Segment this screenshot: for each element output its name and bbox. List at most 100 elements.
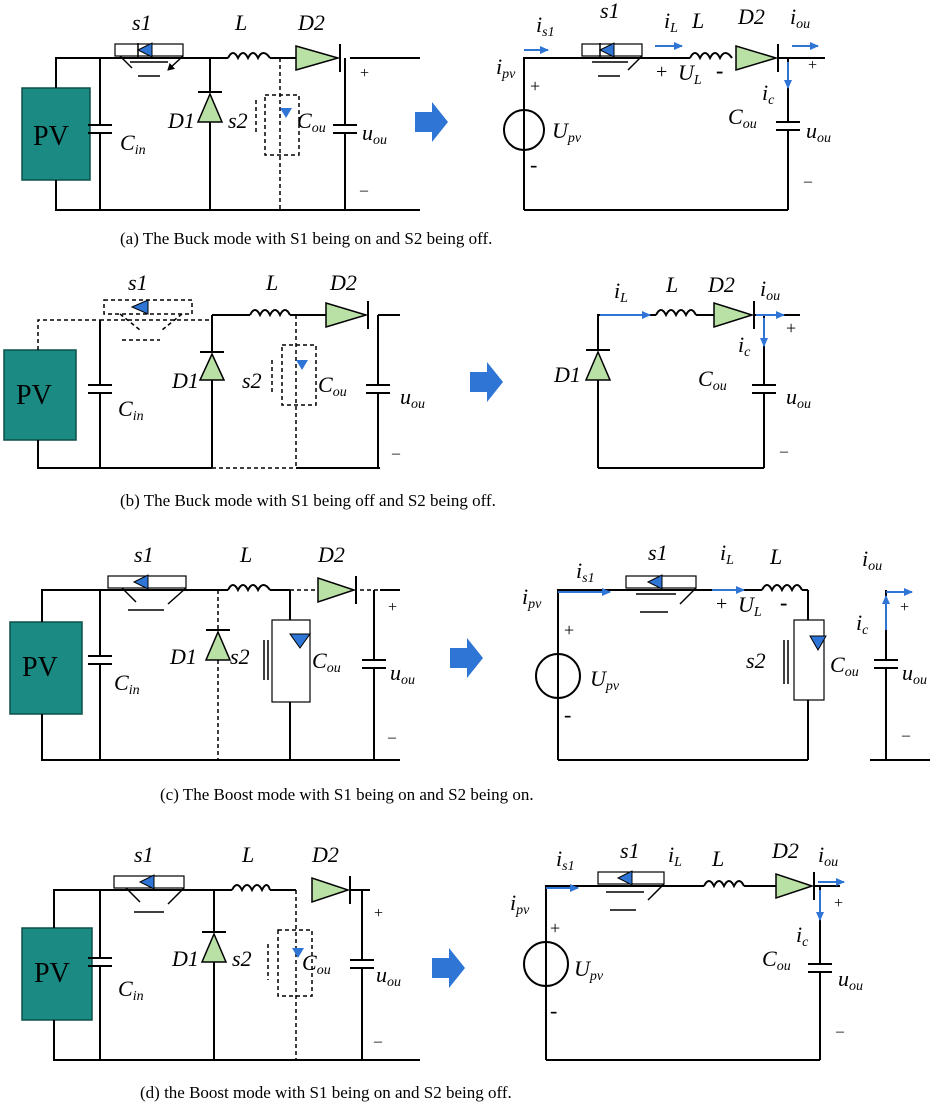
D1-label-b2: D1 [553, 362, 581, 387]
panel-a-equivalent: s1 is1 ipv iL L D2 iou + UL - ic + Cou u… [496, 0, 831, 211]
D2-label-b2: D2 [707, 272, 735, 297]
mode-arrow-d [432, 948, 465, 988]
mode-arrow-a [415, 102, 448, 142]
upv-minus-d: - [550, 998, 557, 1023]
upv-plus-a: + [530, 76, 540, 96]
s1-label-c2: s1 [648, 540, 668, 565]
pv-label-b: PV [16, 380, 52, 411]
Cou-label-c2: Cou [830, 652, 859, 680]
UL-minus-c: - [780, 590, 787, 615]
L-label-d: L [241, 842, 254, 867]
ic-label-c: ic [856, 610, 869, 638]
iL-label-b: iL [614, 278, 628, 306]
iL-label-d: iL [668, 842, 682, 870]
s1-label-d: s1 [134, 842, 154, 867]
s2-label-c: s2 [230, 644, 250, 669]
Upv-label-a: Upv [552, 118, 582, 146]
caption-c: (c) The Boost mode with S1 being on and … [160, 785, 534, 804]
D2-label-d2: D2 [771, 838, 799, 863]
Upv-label-c: Upv [590, 666, 620, 694]
uou-label-a2: uou [806, 118, 831, 146]
D1-label-d: D1 [171, 946, 199, 971]
panel-c-left-circuit: PV [9, 542, 415, 761]
Cin-label-a: Cin [120, 130, 146, 158]
is1-label-c: is1 [576, 558, 595, 586]
s2-label-b: s2 [242, 368, 262, 393]
Cou-label-b2: Cou [698, 366, 727, 394]
Cin-label-b: Cin [118, 396, 144, 424]
plus-c2: + [900, 599, 909, 616]
switch-s2-a [255, 58, 300, 210]
minus-d2: – [835, 1023, 845, 1040]
ipv-label-a: ipv [496, 54, 516, 82]
panel-a-left-circuit: PV [21, 10, 420, 211]
ipv-label-c: ipv [522, 584, 542, 612]
minus-b2: – [779, 443, 789, 460]
Cin-label-c: Cin [114, 670, 140, 698]
s2-label-d: s2 [232, 946, 252, 971]
minus-d: – [373, 1033, 383, 1050]
L-label-b: L [265, 270, 278, 295]
uou-label-a: uou [362, 120, 387, 148]
pv-label-c: PV [22, 652, 58, 683]
plus-b2: + [786, 318, 796, 338]
D1-label-b: D1 [171, 368, 199, 393]
uou-label-b: uou [400, 384, 425, 412]
ic-label-b: ic [738, 332, 751, 360]
plus-a: + [360, 65, 369, 82]
switch-s1-a [114, 42, 184, 77]
plus-c: + [388, 599, 397, 616]
switch-s2-d [267, 890, 313, 1060]
L-label-d2: L [711, 846, 724, 871]
uou-label-c: uou [390, 660, 415, 688]
UL-minus-a: - [716, 58, 723, 83]
caption-a: (a) The Buck mode with S1 being on and S… [120, 229, 492, 248]
iou-label-c: iou [862, 546, 882, 574]
upv-minus-c: - [564, 702, 571, 727]
L-label-a: L [234, 10, 247, 35]
iou-label-b: iou [760, 276, 780, 304]
Cou-label-a: Cou [297, 108, 326, 136]
pv-panel-c [9, 621, 83, 715]
pv-label-d: PV [34, 958, 70, 989]
minus-a: – [359, 182, 369, 199]
D2-label-d: D2 [311, 842, 339, 867]
ic-label-d: ic [796, 922, 809, 950]
plus-d2: + [834, 895, 843, 912]
pv-panel-a [21, 87, 91, 181]
ipv-label-d: ipv [510, 890, 530, 918]
switch-s1-b [103, 299, 193, 341]
plus-a2: + [808, 57, 817, 74]
uou-label-b2: uou [786, 384, 811, 412]
minus-b: – [391, 445, 401, 462]
D1-label-c: D1 [169, 644, 197, 669]
upv-minus-a: - [530, 152, 537, 177]
UL-label-a: UL [678, 60, 702, 88]
s1-label-c: s1 [134, 542, 154, 567]
D2-label-b: D2 [329, 270, 357, 295]
panel-b-equivalent: iL L D2 iou + ic D1 Cou uou – [553, 272, 811, 469]
UL-label-c: UL [738, 592, 762, 620]
s2-label-a: s2 [228, 108, 248, 133]
iL-label-a: iL [664, 8, 678, 36]
s1-label-a: s1 [132, 10, 152, 35]
L-label-b2: L [665, 272, 678, 297]
uou-label-d: uou [376, 962, 401, 990]
is1-label-d: is1 [556, 846, 575, 874]
Upv-label-d: Upv [574, 956, 604, 984]
switch-s2-b [271, 315, 317, 468]
UL-plus-a: + [656, 61, 667, 83]
minus-c2: – [901, 727, 911, 744]
upv-plus-d: + [550, 918, 560, 938]
Cin-label-d: Cin [118, 976, 144, 1004]
upv-plus-c: + [564, 620, 574, 640]
iou-label-a: iou [790, 4, 810, 32]
L-label-c2: L [769, 544, 782, 569]
UL-plus-c: + [716, 593, 727, 615]
minus-a2: – [803, 173, 813, 190]
pv-panel-b [3, 349, 77, 441]
L-label-c: L [239, 542, 252, 567]
s2-label-c2: s2 [746, 648, 766, 673]
D1-label-a: D1 [167, 108, 195, 133]
